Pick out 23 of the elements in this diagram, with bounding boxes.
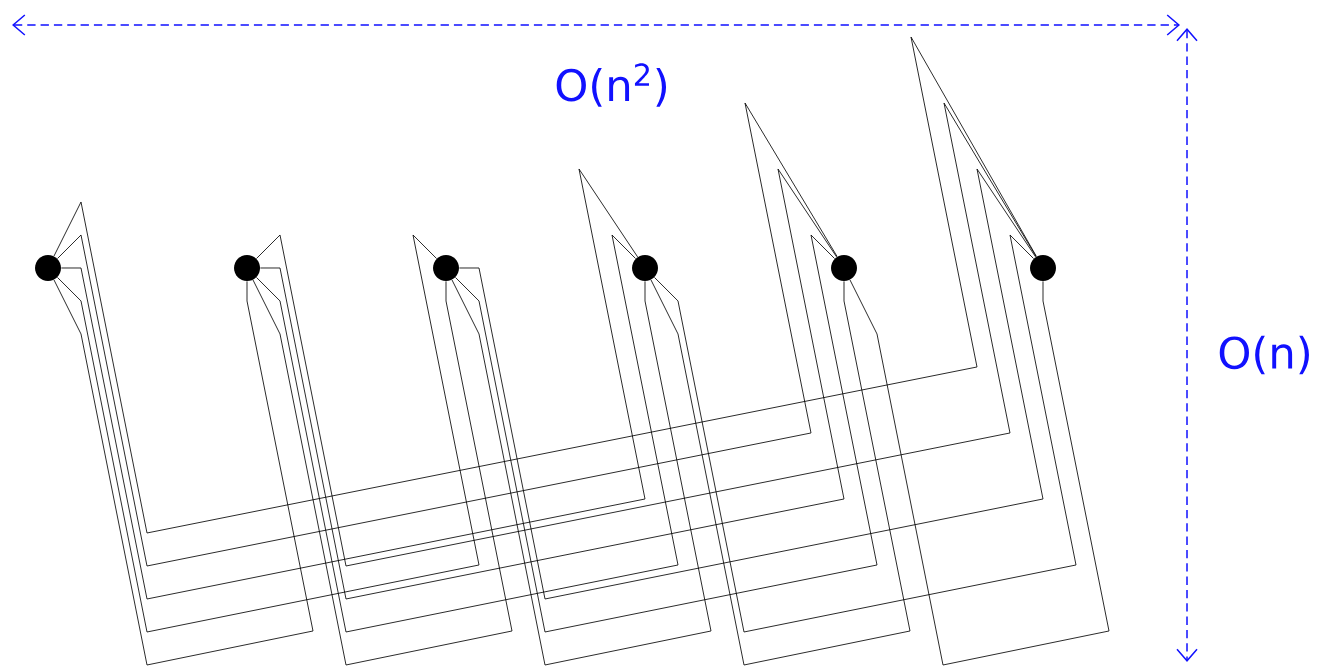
- connector-line: [57, 102, 838, 567]
- dot: [35, 255, 61, 281]
- connector-line: [53, 36, 1037, 534]
- connector-line: [60, 168, 646, 600]
- connector-line: [53, 279, 314, 666]
- dot: [632, 255, 658, 281]
- connector-line: [455, 234, 878, 633]
- connector-line: [256, 102, 1037, 567]
- connector-line: [451, 279, 712, 666]
- dimension-label: O(n): [1219, 335, 1309, 375]
- connector-line: [849, 279, 1110, 666]
- dimension-label: O(n$^{2}$): [556, 63, 667, 107]
- connector-line: [654, 234, 1077, 633]
- connector-line: [259, 168, 845, 600]
- connector-line: [458, 168, 1044, 600]
- connector-line: [256, 234, 679, 633]
- connector-line: [57, 234, 480, 633]
- dot: [433, 255, 459, 281]
- connector-line: [650, 279, 911, 666]
- dot: [1030, 255, 1056, 281]
- dot: [831, 255, 857, 281]
- connector-line: [252, 279, 513, 666]
- dot: [234, 255, 260, 281]
